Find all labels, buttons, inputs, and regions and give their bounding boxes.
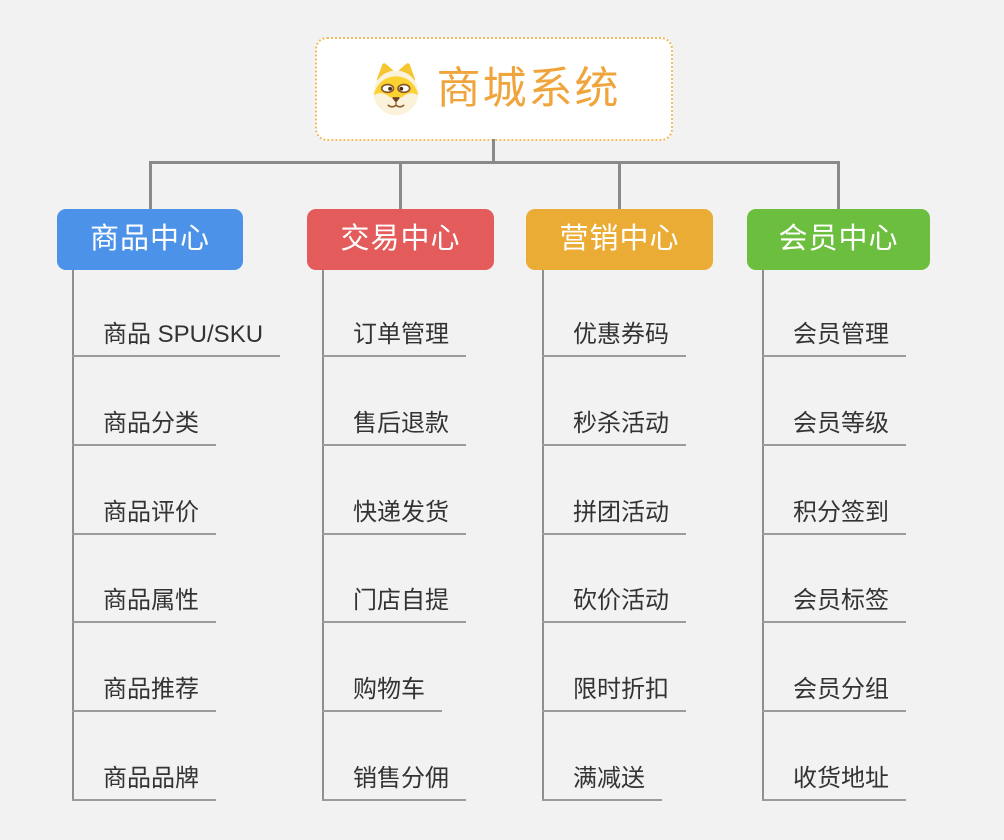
leaf-node[interactable]: 售后退款 — [322, 410, 466, 446]
branch-label: 商品中心 — [89, 223, 210, 255]
leaf-node[interactable]: 会员管理 — [762, 321, 906, 357]
connector-drop-marketing — [618, 161, 621, 211]
leaf-node[interactable]: 会员分组 — [762, 676, 906, 712]
leaf-node[interactable]: 砍价活动 — [542, 587, 686, 623]
leaf-node[interactable]: 积分签到 — [762, 499, 906, 535]
leaf-node[interactable]: 商品评价 — [72, 499, 216, 535]
branch-node-product-center[interactable]: 商品中心 — [57, 209, 243, 270]
root-title: 商城系统 — [436, 64, 621, 113]
leaf-node[interactable]: 快递发货 — [322, 499, 466, 535]
leaf-node[interactable]: 秒杀活动 — [542, 410, 686, 446]
branch-label: 营销中心 — [559, 223, 680, 255]
leaf-node[interactable]: 门店自提 — [322, 587, 466, 623]
branch-label: 交易中心 — [340, 223, 461, 255]
connector-root-stem — [492, 139, 495, 163]
leaf-node[interactable]: 商品属性 — [72, 587, 216, 623]
leaf-node[interactable]: 销售分佣 — [322, 765, 466, 801]
shiba-dog-icon — [368, 62, 424, 116]
connector-drop-member — [837, 161, 840, 211]
branch-label: 会员中心 — [778, 223, 899, 255]
leaf-node[interactable]: 商品推荐 — [72, 676, 216, 712]
leaf-node[interactable]: 购物车 — [322, 676, 442, 712]
leaf-node[interactable]: 会员标签 — [762, 587, 906, 623]
branch-node-member-center[interactable]: 会员中心 — [747, 209, 930, 270]
root-node-mall-system[interactable]: 商城系统 — [315, 37, 673, 141]
leaf-node[interactable]: 会员等级 — [762, 410, 906, 446]
leaf-node[interactable]: 商品品牌 — [72, 765, 216, 801]
leaf-node[interactable]: 商品分类 — [72, 410, 216, 446]
leaf-node[interactable]: 订单管理 — [322, 321, 466, 357]
connector-drop-trade — [399, 161, 402, 211]
leaf-node[interactable]: 拼团活动 — [542, 499, 686, 535]
leaf-node[interactable]: 商品 SPU/SKU — [72, 321, 281, 357]
leaf-node[interactable]: 优惠券码 — [542, 321, 686, 357]
leaf-node[interactable]: 收货地址 — [762, 765, 906, 801]
branch-node-trade-center[interactable]: 交易中心 — [307, 209, 494, 270]
leaf-node[interactable]: 满减送 — [542, 765, 662, 801]
leaf-node[interactable]: 限时折扣 — [542, 676, 686, 712]
branch-node-marketing-center[interactable]: 营销中心 — [526, 209, 713, 270]
connector-bus-line — [149, 161, 840, 164]
connector-drop-product — [149, 161, 152, 211]
